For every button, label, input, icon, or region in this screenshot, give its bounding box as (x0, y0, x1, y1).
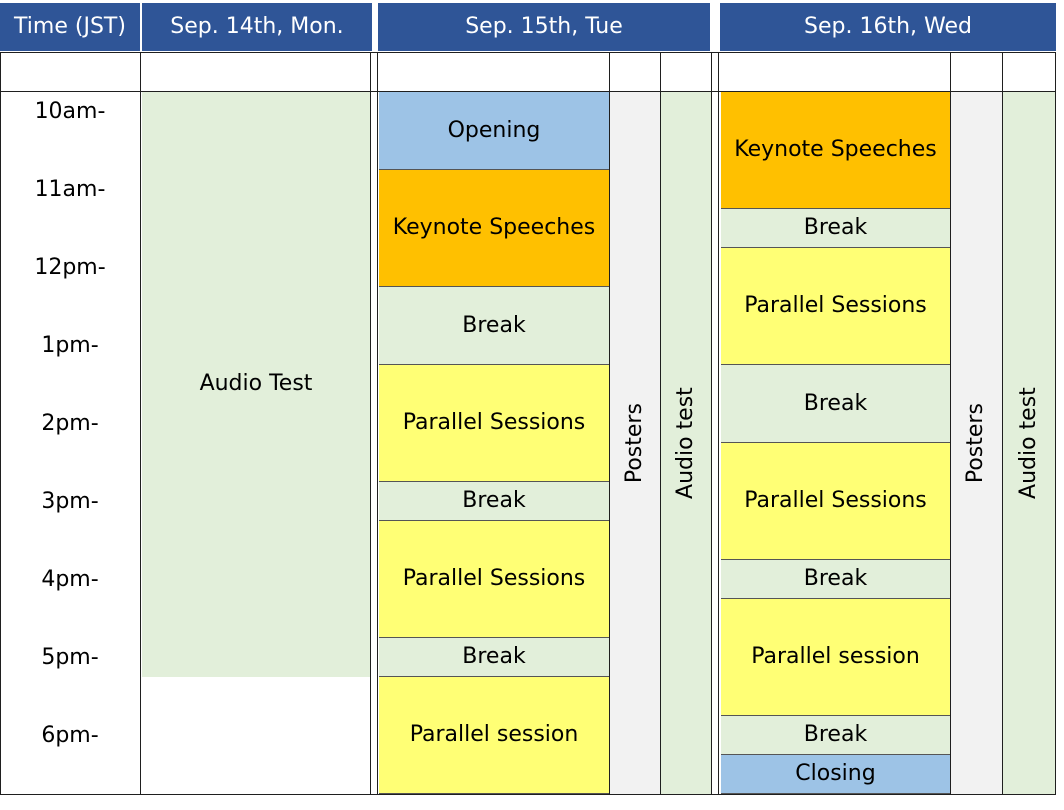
session-divider (379, 481, 609, 482)
day3-posters-label: Posters (963, 402, 989, 484)
grid-line (1002, 52, 1003, 794)
time-label: 3pm- (41, 488, 99, 514)
session-divider (721, 208, 950, 209)
day2-session: Parallel Sessions (379, 365, 609, 482)
day2-session: Keynote Speeches (379, 170, 609, 287)
grid-line (711, 52, 712, 794)
session-divider (721, 793, 950, 794)
session-divider (721, 247, 950, 248)
time-label: 1pm- (41, 332, 99, 358)
time-label: 4pm- (41, 566, 99, 592)
session-divider (721, 442, 950, 443)
time-label: 12pm- (34, 254, 106, 280)
day2-session: Parallel Sessions (379, 521, 609, 638)
header-day1: Sep. 14th, Mon. (142, 3, 372, 51)
day3-session: Parallel session (721, 599, 950, 716)
day2-posters-label: Posters (621, 402, 647, 484)
session-divider (379, 637, 609, 638)
session-divider (721, 364, 950, 365)
day2-session: Opening (379, 92, 609, 170)
session-divider (379, 286, 609, 287)
session-divider (721, 598, 950, 599)
grid-line (1055, 52, 1056, 794)
session-divider (379, 676, 609, 677)
grid-line (950, 52, 951, 794)
grid-line (370, 52, 371, 794)
day3-session: Parallel Sessions (721, 443, 950, 560)
time-label: 10am- (34, 98, 106, 124)
session-divider (721, 559, 950, 560)
header-day3: Sep. 16th, Wed (720, 3, 1056, 51)
day3-session: Break (721, 209, 950, 248)
time-label: 11am- (34, 176, 106, 202)
session-divider (721, 715, 950, 716)
day3-audio-test-label: Audio test (1015, 387, 1041, 499)
day2-session: Break (379, 638, 609, 677)
header-day2: Sep. 15th, Tue (378, 3, 710, 51)
day2-posters: Posters (610, 92, 660, 794)
day3-posters: Posters (951, 92, 1002, 794)
day2-session: Break (379, 482, 609, 521)
day3-audio-test: Audio test (1003, 92, 1055, 794)
day3-session: Keynote Speeches (721, 92, 950, 209)
day3-session: Break (721, 716, 950, 755)
day3-session: Closing (721, 755, 950, 794)
grid-line (377, 52, 378, 794)
day2-audio-test: Audio test (661, 92, 711, 794)
session-divider (379, 793, 609, 794)
day3-session: Parallel Sessions (721, 248, 950, 365)
session-divider (379, 520, 609, 521)
session-divider (379, 364, 609, 365)
day1-audio-test: Audio Test (142, 92, 370, 677)
grid-line (0, 52, 1056, 53)
time-label: 6pm- (41, 722, 99, 748)
grid-line (660, 52, 661, 794)
grid-line (0, 91, 1056, 92)
grid-line (0, 794, 1056, 795)
day3-session: Break (721, 560, 950, 599)
session-divider (379, 169, 609, 170)
day2-session: Break (379, 287, 609, 365)
session-divider (721, 754, 950, 755)
grid-line (0, 52, 1, 794)
grid-line (609, 52, 610, 794)
header-time: Time (JST) (0, 3, 140, 51)
day2-session: Parallel session (379, 677, 609, 794)
time-label: 2pm- (41, 410, 99, 436)
day2-audio-test-label: Audio test (672, 387, 698, 499)
grid-line (140, 52, 141, 794)
grid-line (718, 52, 719, 794)
time-label: 5pm- (41, 644, 99, 670)
day3-session: Break (721, 365, 950, 443)
